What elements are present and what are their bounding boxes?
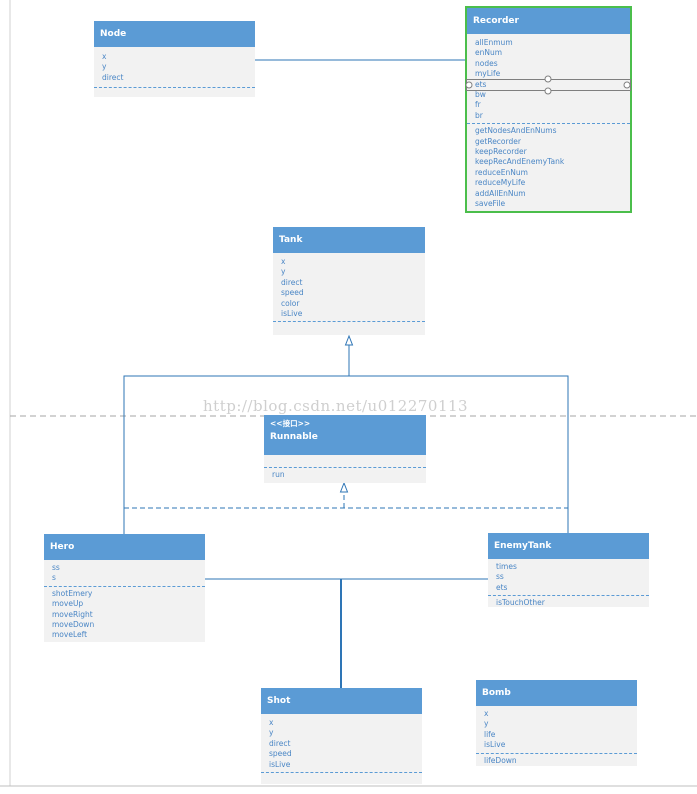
method: saveFile xyxy=(475,199,506,209)
separator xyxy=(467,123,630,125)
class-enemytank-methods: isTouchOther xyxy=(488,596,649,610)
generalization-arrowhead xyxy=(344,334,354,346)
attribute: x xyxy=(102,52,107,61)
method: lifeDown xyxy=(484,755,517,765)
attribute: x xyxy=(281,257,286,266)
class-node-header: Node xyxy=(94,21,255,47)
class-shot-attributes: x y direct speed isLive xyxy=(261,714,422,772)
attribute: times xyxy=(496,562,517,571)
attribute: direct xyxy=(102,72,124,82)
method: addAllEnNum xyxy=(475,188,526,198)
attribute: x xyxy=(484,709,489,718)
class-tank-header: Tank xyxy=(273,227,425,253)
separator xyxy=(273,321,425,323)
method: keepRecorder xyxy=(475,147,527,157)
class-recorder-name: Recorder xyxy=(473,16,519,26)
class-tank[interactable]: Tank x y direct speed color isLive xyxy=(273,227,425,335)
attribute: enNum xyxy=(475,48,503,58)
attribute: speed xyxy=(281,288,304,298)
class-bomb-name: Bomb xyxy=(482,688,511,698)
method: moveRight xyxy=(52,609,93,619)
attribute: color xyxy=(281,298,300,308)
class-shot-name: Shot xyxy=(267,696,291,706)
interface-runnable[interactable]: <<接口>> Runnable run xyxy=(264,415,426,483)
attribute: y xyxy=(269,728,274,738)
method: getRecorder xyxy=(475,136,521,146)
interface-runnable-name: Runnable xyxy=(270,432,318,442)
method: moveLeft xyxy=(52,630,88,640)
hero-tank-generalization xyxy=(123,375,569,535)
method: getNodesAndEnNums xyxy=(475,126,557,136)
method: moveDown xyxy=(52,620,95,630)
attribute: isLive xyxy=(269,759,291,769)
attribute: myLife xyxy=(475,69,501,79)
attribute: ss xyxy=(496,572,504,582)
method: run xyxy=(272,470,285,479)
attribute: y xyxy=(484,719,489,729)
attribute: allEnmum xyxy=(475,38,513,47)
interface-stereotype: <<接口>> xyxy=(270,419,311,428)
method: moveUp xyxy=(52,599,84,609)
class-hero-name: Hero xyxy=(50,542,75,552)
class-enemytank-header: EnemyTank xyxy=(488,533,649,559)
interface-runnable-methods: run xyxy=(264,468,426,482)
selection-frame xyxy=(465,6,632,213)
interface-runnable-header: <<接口>> Runnable xyxy=(264,415,426,455)
separator xyxy=(44,585,205,587)
separator xyxy=(488,595,649,597)
attribute: s xyxy=(52,573,56,583)
attribute: life xyxy=(484,729,496,739)
class-node-name: Node xyxy=(100,29,127,39)
attribute: y xyxy=(102,62,107,72)
class-tank-name: Tank xyxy=(279,235,303,245)
class-tank-attributes: x y direct speed color isLive xyxy=(273,253,425,321)
class-node-attributes: x y direct xyxy=(94,47,255,85)
method: reduceEnNum xyxy=(475,167,528,177)
class-enemytank[interactable]: EnemyTank times ss ets isTouchOther xyxy=(488,533,649,607)
class-recorder-header: Recorder xyxy=(467,8,630,34)
class-hero-header: Hero xyxy=(44,534,205,560)
attribute: speed xyxy=(269,749,292,759)
class-recorder[interactable]: Recorder allEnmum enNum nodes myLife ets… xyxy=(466,8,631,211)
class-bomb-attributes: x y life isLive xyxy=(476,706,637,753)
class-node[interactable]: Node x y direct xyxy=(94,21,255,97)
separator xyxy=(261,772,422,774)
class-bomb-methods: lifeDown xyxy=(476,754,637,768)
method: isTouchOther xyxy=(496,598,545,608)
class-hero-methods: shotEmery moveUp moveRight moveDown move… xyxy=(44,587,205,643)
attribute: fr xyxy=(475,100,481,110)
separator xyxy=(94,87,255,89)
method: keepRecAndEnemyTank xyxy=(475,157,565,167)
attribute: direct xyxy=(281,277,303,287)
method: shotEmery xyxy=(52,588,93,598)
attribute: ets xyxy=(496,582,508,592)
attribute-selected[interactable]: ets xyxy=(466,78,631,92)
separator xyxy=(476,752,637,754)
class-recorder-methods: getNodesAndEnNums getRecorder keepRecord… xyxy=(467,124,630,211)
attribute: isLive xyxy=(484,740,506,750)
attribute: nodes xyxy=(475,58,498,68)
class-recorder-attributes: allEnmum enNum nodes myLife ets bw fr br xyxy=(466,34,631,123)
class-hero-attributes: ss s xyxy=(44,560,205,586)
separator xyxy=(264,467,426,468)
class-bomb[interactable]: Bomb x y life isLive lifeDown xyxy=(476,680,637,766)
realization-arrowhead xyxy=(339,481,349,493)
class-hero[interactable]: Hero ss s shotEmery moveUp moveRight mov… xyxy=(44,534,205,642)
attribute: y xyxy=(281,267,286,277)
attribute: direct xyxy=(269,738,291,748)
attribute: ss xyxy=(52,563,60,572)
method: reduceMyLife xyxy=(475,178,526,188)
class-shot-header: Shot xyxy=(261,688,422,714)
attribute: x xyxy=(269,718,274,727)
attribute: br xyxy=(475,110,483,120)
class-shot[interactable]: Shot x y direct speed isLive xyxy=(261,688,422,784)
watermark: http://blog.csdn.net/u012270113 xyxy=(203,397,469,415)
class-bomb-header: Bomb xyxy=(476,680,637,706)
class-enemytank-attributes: times ss ets xyxy=(488,559,649,595)
attribute: isLive xyxy=(281,309,303,319)
attribute: bw xyxy=(475,90,486,100)
class-enemytank-name: EnemyTank xyxy=(494,541,552,551)
